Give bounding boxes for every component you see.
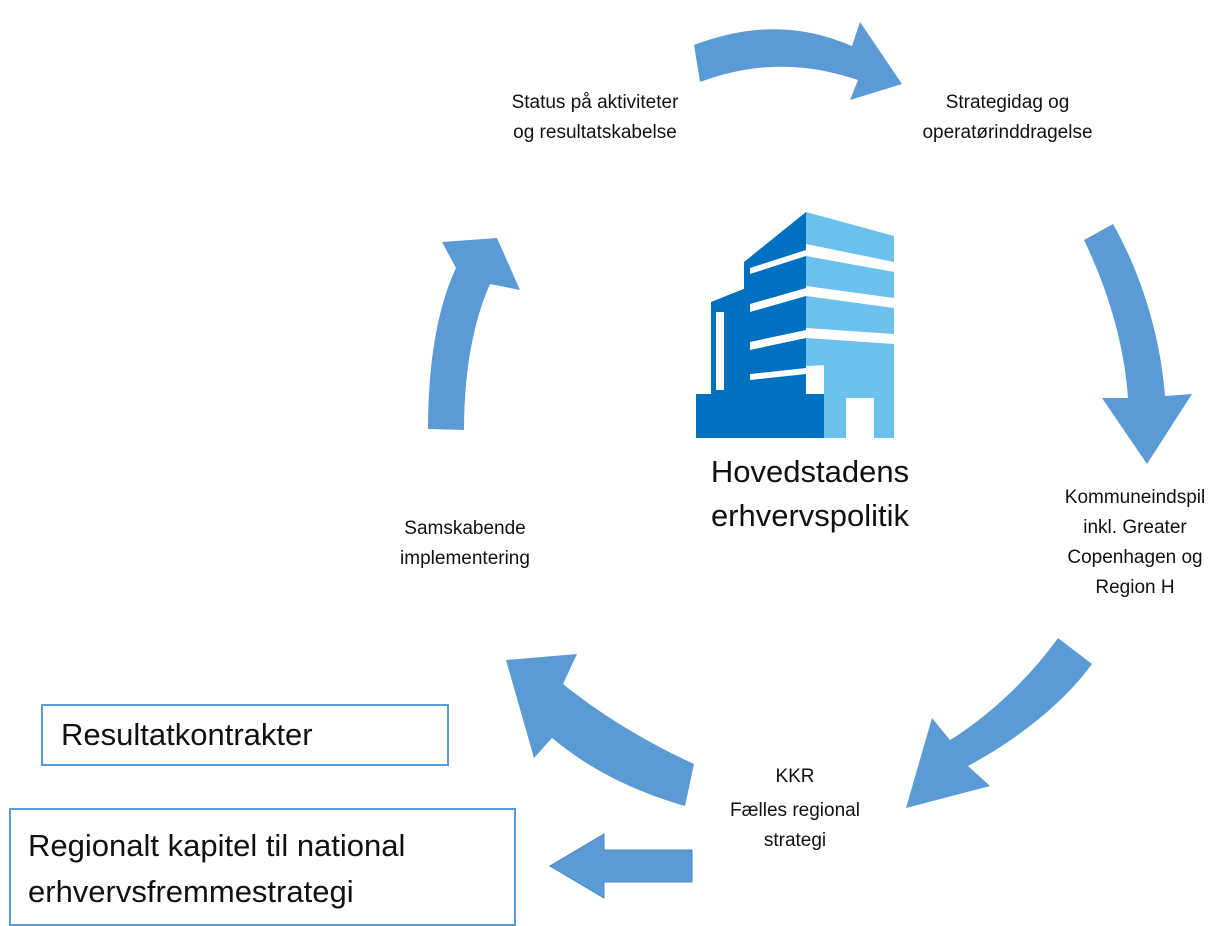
label-strategidag-line-1: Strategidag og xyxy=(945,92,1070,113)
label-status-line-1: Status på aktiviteter xyxy=(511,92,679,113)
label-kkr-line-3: strategi xyxy=(763,830,827,851)
box-resultatkontrakter: Resultatkontrakter xyxy=(41,704,449,766)
label-kommune-line-4: Region H xyxy=(1095,577,1175,598)
box-resultatkontrakter-text: Resultatkontrakter xyxy=(61,717,313,752)
label-kommuneindspil: Kommuneindspil inkl. Greater Copenhagen … xyxy=(1050,483,1220,603)
arrow-status-to-strategidag xyxy=(694,22,902,100)
label-kkr-line-1: KKR xyxy=(775,766,815,787)
center-title-line-1: Hovedstadens xyxy=(710,454,910,489)
label-status: Status på aktiviteter og resultatskabels… xyxy=(470,88,720,148)
label-kommune-line-1: Kommuneindspil xyxy=(1064,487,1206,508)
center-title: Hovedstadens erhvervspolitik xyxy=(640,450,980,538)
arrow-strategidag-to-kommune xyxy=(1084,224,1192,464)
center-title-line-2: erhvervspolitik xyxy=(710,498,910,533)
label-strategidag: Strategidag og operatørinddragelse xyxy=(900,88,1115,148)
box-regionalt-line-2: erhvervsfremmestrategi xyxy=(28,874,354,909)
label-samskabende-line-2: implementering xyxy=(400,548,530,569)
label-kkr-line-2: Fælles regional xyxy=(730,800,860,821)
label-kommune-line-2: inkl. Greater xyxy=(1083,517,1187,538)
label-kommune-line-3: Copenhagen og xyxy=(1067,547,1203,568)
label-status-line-2: og resultatskabelse xyxy=(513,122,677,143)
label-kkr: KKR Fælles regional strategi xyxy=(710,762,880,856)
label-strategidag-line-2: operatørinddragelse xyxy=(922,122,1093,143)
arrow-kkr-to-samskabende xyxy=(506,654,694,806)
arrow-to-regionalt xyxy=(549,833,693,899)
label-samskabende-line-1: Samskabende xyxy=(404,518,526,539)
label-samskabende: Samskabende implementering xyxy=(365,514,565,574)
arrow-kommune-to-kkr xyxy=(906,638,1092,808)
box-regionalt-kapitel: Regionalt kapitel til national erhvervsf… xyxy=(9,808,516,926)
office-building-icon xyxy=(696,212,894,438)
arrow-samskabende-to-status xyxy=(428,238,520,430)
box-regionalt-line-1: Regionalt kapitel til national xyxy=(28,828,406,863)
